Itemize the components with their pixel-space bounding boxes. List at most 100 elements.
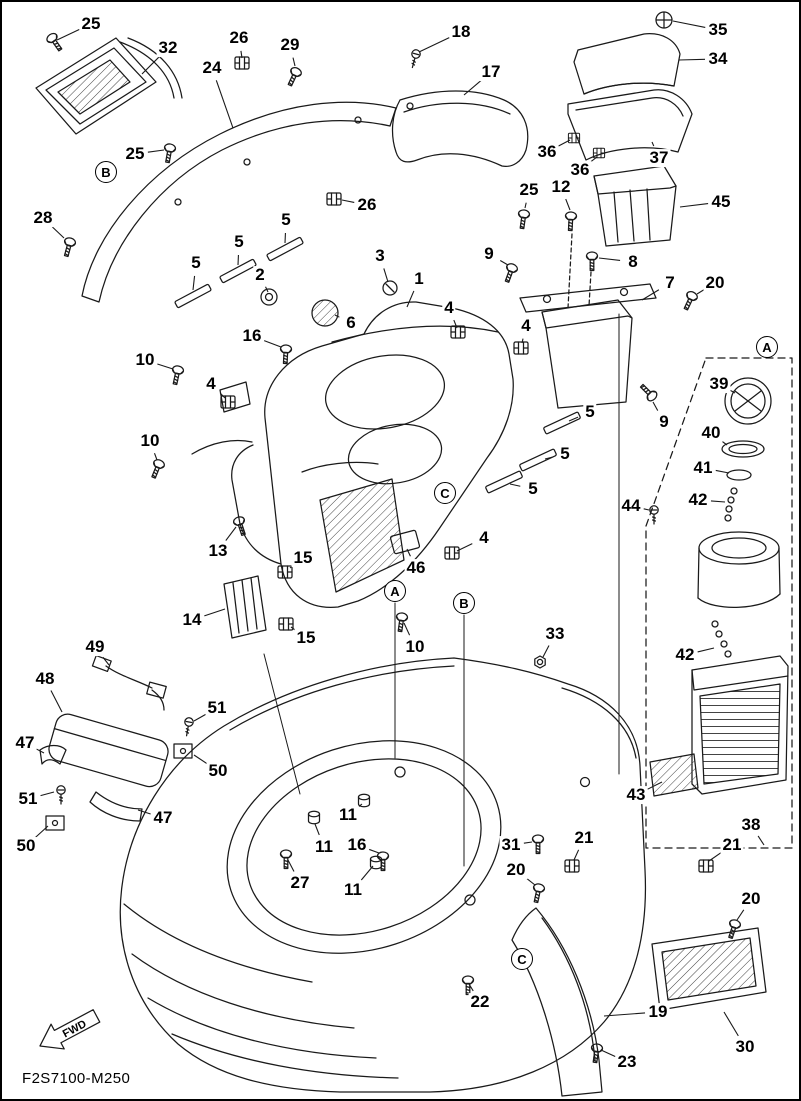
callout-35: 35 — [706, 20, 730, 40]
callout-26: 26 — [227, 28, 251, 48]
rail-5-icon — [542, 411, 582, 435]
callout-28: 28 — [31, 208, 55, 228]
leader-line-5 — [568, 416, 579, 422]
leader-lines — [35, 20, 765, 1058]
callout-1: 1 — [412, 269, 426, 289]
callout-5: 5 — [526, 479, 540, 499]
ref-marker-C: C — [511, 948, 533, 970]
bolt-27-icon — [279, 849, 293, 870]
callout-6: 6 — [344, 313, 358, 333]
clip-4-icon — [450, 325, 466, 339]
callout-37: 37 — [647, 148, 671, 168]
leader-line-12 — [565, 198, 571, 211]
clip-21-icon — [564, 859, 580, 873]
callout-30: 30 — [733, 1037, 757, 1057]
callout-10: 10 — [403, 637, 427, 657]
callout-21: 21 — [572, 828, 596, 848]
callout-18: 18 — [449, 22, 473, 42]
leader-line-25 — [147, 149, 165, 153]
callout-10: 10 — [138, 431, 162, 451]
callout-20: 20 — [504, 860, 528, 880]
bolt-29-icon — [284, 65, 304, 89]
leader-line-16 — [369, 848, 380, 854]
clip-21-icon — [698, 859, 714, 873]
callout-8: 8 — [626, 252, 640, 272]
leader-line-39 — [730, 389, 736, 394]
leader-line-18 — [418, 37, 450, 53]
callout-5: 5 — [558, 444, 572, 464]
part-1-console — [191, 301, 514, 608]
leader-line-37 — [651, 141, 655, 147]
callout-39: 39 — [707, 374, 731, 394]
leader-line-2 — [265, 286, 269, 293]
bolt-20-icon — [680, 289, 700, 313]
callout-16: 16 — [345, 835, 369, 855]
leader-line-1 — [406, 290, 415, 308]
bolt-20-icon — [529, 882, 546, 904]
callout-36: 36 — [535, 142, 559, 162]
bolt-31-icon — [531, 834, 545, 855]
bolt-28-icon — [60, 236, 77, 259]
leader-line-20 — [525, 877, 536, 886]
part-49-harness — [91, 654, 167, 711]
rail-5-icon — [518, 448, 558, 472]
bolt-25-icon — [44, 30, 66, 54]
part-50-bracket — [45, 743, 193, 831]
callout-4: 4 — [442, 298, 456, 318]
callout-45: 45 — [709, 192, 733, 212]
leader-line-8 — [598, 257, 621, 262]
leader-line-13 — [225, 526, 237, 541]
leader-line-42 — [697, 647, 715, 653]
callout-25: 25 — [79, 14, 103, 34]
part-30-step-pad — [651, 927, 767, 1011]
bolt-12-icon — [564, 211, 578, 232]
screw-51-icon — [181, 716, 195, 738]
callout-22: 22 — [468, 992, 492, 1012]
callout-21: 21 — [720, 835, 744, 855]
leader-line-10 — [157, 363, 174, 370]
part-38-fuel-filler-assembly — [645, 357, 793, 849]
leader-line-50 — [35, 825, 49, 838]
clip-15-icon — [278, 617, 294, 631]
bolt-9-icon — [501, 261, 520, 285]
bolt-10-icon — [393, 611, 409, 633]
callout-36: 36 — [568, 160, 592, 180]
callout-32: 32 — [156, 38, 180, 58]
leader-line-26 — [341, 199, 355, 203]
callout-5: 5 — [232, 232, 246, 252]
clip-26-icon — [234, 56, 250, 70]
callout-26: 26 — [355, 195, 379, 215]
callout-13: 13 — [206, 541, 230, 561]
callout-50: 50 — [14, 836, 38, 856]
bolt-9-icon — [637, 381, 660, 404]
part-2-grommet — [260, 288, 278, 306]
part-32-bracket — [35, 37, 183, 135]
leader-line-38 — [757, 835, 765, 846]
part-24-trim — [81, 101, 397, 303]
callout-47: 47 — [13, 733, 37, 753]
leader-line-23 — [600, 1049, 616, 1058]
callout-5: 5 — [583, 402, 597, 422]
callout-29: 29 — [278, 35, 302, 55]
callout-25: 25 — [517, 180, 541, 200]
callout-24: 24 — [200, 58, 224, 78]
leader-line-32 — [141, 56, 160, 75]
callout-16: 16 — [240, 326, 264, 346]
part-45-bin — [593, 165, 677, 247]
leader-line-43 — [647, 781, 663, 790]
leader-line-44 — [643, 508, 650, 511]
leader-line-47 — [137, 809, 151, 815]
screw-44-icon — [649, 505, 659, 525]
callout-12: 12 — [549, 177, 573, 197]
leader-line-9 — [499, 260, 509, 266]
callout-11: 11 — [342, 880, 364, 900]
part-37-tray — [567, 89, 693, 161]
callout-44: 44 — [619, 496, 643, 516]
ref-marker-B: B — [453, 592, 475, 614]
leader-line-19 — [603, 1012, 646, 1017]
callout-34: 34 — [706, 49, 730, 69]
callout-3: 3 — [373, 246, 387, 266]
leader-line-41 — [715, 469, 730, 474]
leader-line-5 — [509, 483, 521, 487]
leader-line-10 — [403, 622, 411, 636]
